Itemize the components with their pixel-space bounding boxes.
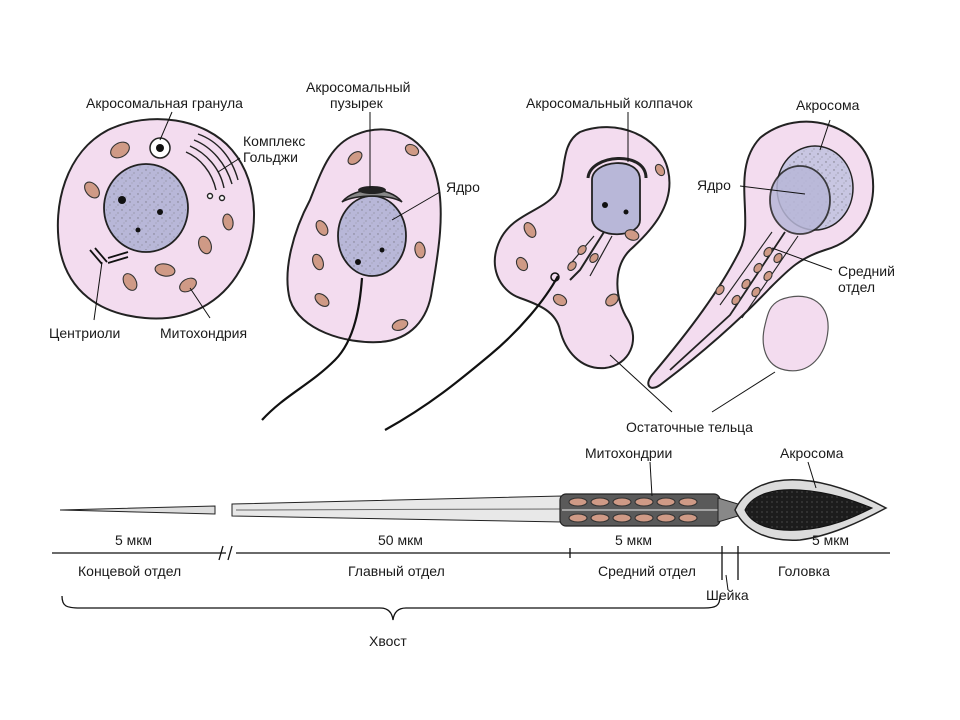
label-tail: Хвост [369, 633, 407, 649]
stage3-cell [384, 112, 671, 431]
label-golgi-2: Гольджи [243, 149, 298, 165]
label-head: Головка [778, 563, 830, 579]
label-acrosomal-vesicle-2: пузырек [330, 95, 384, 111]
label-end-piece: Концевой отдел [78, 563, 181, 579]
label-acrosomal-cap: Акросомальный колпачок [526, 95, 693, 111]
label-end-piece-length: 5 мкм [115, 532, 152, 548]
scale-bar [52, 545, 890, 621]
label-principal-piece-length: 50 мкм [378, 532, 423, 548]
residual-body [762, 295, 829, 372]
label-principal-piece: Главный отдел [348, 563, 445, 579]
label-mitochondria-sperm: Митохондрии [585, 445, 672, 461]
label-golgi-1: Комплекс [243, 133, 305, 149]
label-midpiece-1: Средний [838, 263, 895, 279]
label-nucleus-stage2: Ядро [446, 179, 480, 195]
label-midpiece: Средний отдел [598, 563, 696, 579]
stage4-cell [647, 119, 875, 389]
label-acrosomal-granule: Акросомальная гранула [86, 95, 243, 111]
label-acrosomal-vesicle-1: Акросомальный [306, 79, 410, 95]
stage1-cell [56, 111, 255, 321]
midpiece-mitochondria [568, 497, 698, 523]
golgi-complex [185, 133, 239, 202]
stage2-cell [261, 112, 442, 421]
label-acrosome-sperm: Акросома [780, 445, 844, 461]
label-midpiece-2: отдел [838, 279, 875, 295]
label-nucleus-stage4: Ядро [697, 177, 731, 193]
label-acrosome-stage4: Акросома [796, 97, 860, 113]
label-residual-bodies: Остаточные тельца [626, 419, 753, 435]
label-mitochondrion: Митохондрия [160, 325, 247, 341]
label-head-length: 5 мкм [812, 532, 849, 548]
label-neck: Шейка [706, 587, 749, 603]
mature-sperm [59, 461, 888, 541]
label-centrioles: Центриоли [49, 325, 120, 341]
label-midpiece-length: 5 мкм [615, 532, 652, 548]
centrioles [89, 247, 129, 265]
